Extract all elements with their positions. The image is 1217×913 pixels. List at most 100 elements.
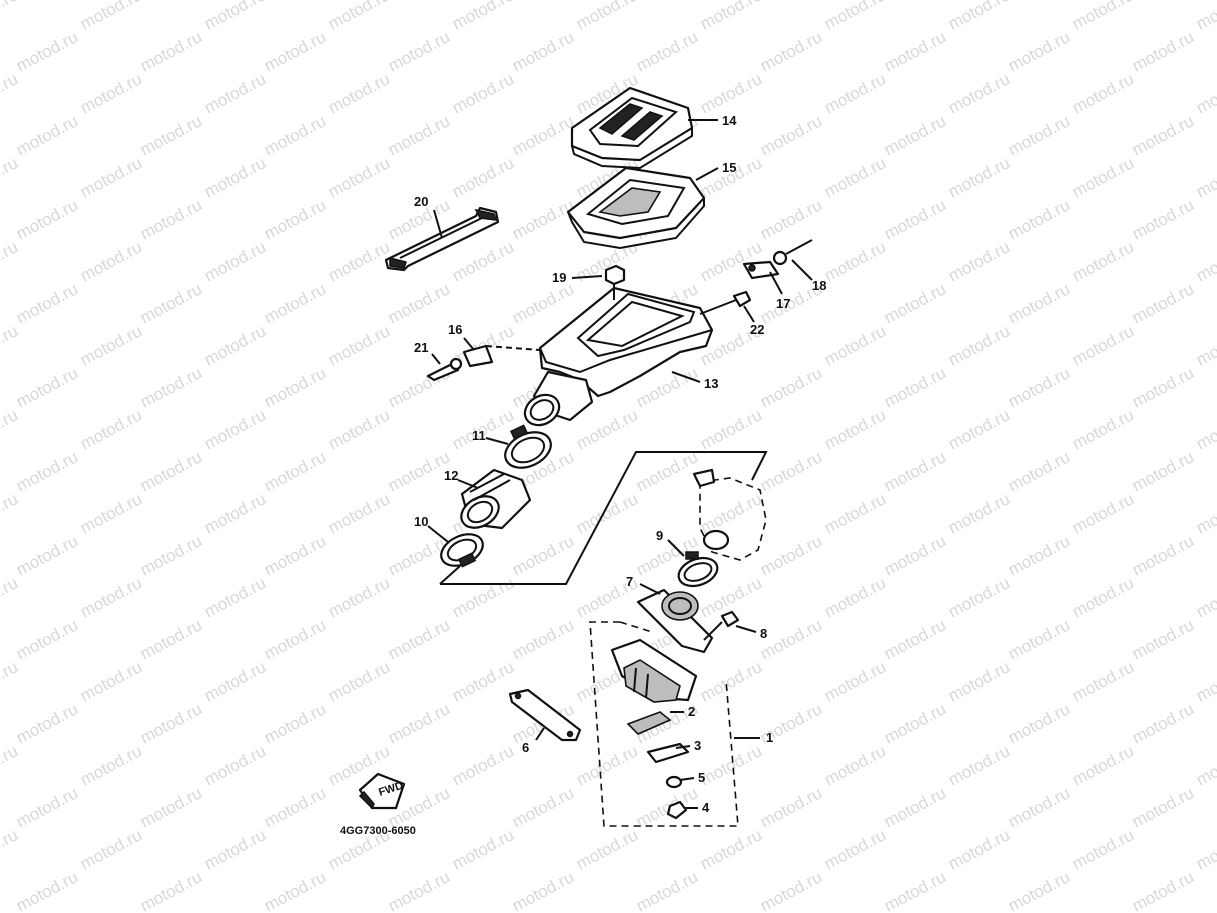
watermark-text: motod.ru [325, 321, 393, 369]
watermark-text: motod.ru [633, 867, 701, 913]
watermark-text: motod.ru [325, 69, 393, 117]
watermark-text: motod.ru [1193, 825, 1217, 873]
watermark-text: motod.ru [13, 531, 81, 579]
watermark-text: motod.ru [945, 69, 1013, 117]
watermark-text: motod.ru [77, 573, 145, 621]
part-6-gasket [508, 688, 582, 742]
watermark-text: motod.ru [13, 111, 81, 159]
watermark-text: motod.ru [573, 741, 641, 789]
watermark-text: motod.ru [77, 0, 145, 34]
watermark-text: motod.ru [137, 279, 205, 327]
watermark-text: motod.ru [449, 69, 517, 117]
watermark-text: motod.ru [77, 741, 145, 789]
part-22-bolt [699, 290, 752, 315]
watermark-text: motod.ru [821, 321, 889, 369]
callout-6: 6 [522, 740, 529, 755]
watermark-text: motod.ru [261, 111, 329, 159]
watermark-text: motod.ru [325, 657, 393, 705]
watermark-text: motod.ru [137, 867, 205, 913]
watermark-text: motod.ru [201, 489, 269, 537]
part-number-code: 4GG7300-6050 [340, 825, 416, 837]
watermark-text: motod.ru [509, 111, 577, 159]
watermark-text: motod.ru [1069, 321, 1137, 369]
watermark-text: motod.ru [1005, 279, 1073, 327]
watermark-text: motod.ru [201, 825, 269, 873]
watermark-text: motod.ru [757, 111, 825, 159]
watermark-text: motod.ru [509, 195, 577, 243]
watermark-text: motod.ru [509, 783, 577, 831]
watermark-text: motod.ru [881, 615, 949, 663]
watermark-text: motod.ru [697, 825, 765, 873]
watermark-text: motod.ru [0, 657, 21, 705]
watermark-text: motod.ru [1005, 363, 1073, 411]
watermark-text: motod.ru [881, 363, 949, 411]
callout-13: 13 [704, 376, 718, 391]
watermark-text: motod.ru [201, 69, 269, 117]
watermark-text: motod.ru [1129, 615, 1197, 663]
watermark-text: motod.ru [1069, 405, 1137, 453]
callout-8: 8 [760, 626, 767, 641]
watermark-text: motod.ru [945, 405, 1013, 453]
watermark-text: motod.ru [137, 615, 205, 663]
watermark-text: motod.ru [77, 153, 145, 201]
watermark-text: motod.ru [77, 405, 145, 453]
callout-9: 9 [656, 528, 663, 543]
watermark-text: motod.ru [1005, 867, 1073, 913]
callout-22: 22 [750, 322, 764, 337]
watermark-text: motod.ru [13, 363, 81, 411]
watermark-text: motod.ru [1129, 195, 1197, 243]
watermark-text: motod.ru [881, 783, 949, 831]
watermark-text: motod.ru [1005, 447, 1073, 495]
watermark-text: motod.ru [385, 27, 453, 75]
callout-19: 19 [552, 270, 566, 285]
watermark-text: motod.ru [573, 825, 641, 873]
watermark-text: motod.ru [1193, 741, 1217, 789]
watermark-text: motod.ru [1193, 489, 1217, 537]
watermark-text: motod.ru [1193, 153, 1217, 201]
part-4-screw [666, 800, 688, 820]
watermark-text: motod.ru [821, 0, 889, 34]
watermark-text: motod.ru [633, 27, 701, 75]
watermark-text: motod.ru [881, 111, 949, 159]
watermark-text: motod.ru [449, 153, 517, 201]
watermark-text: motod.ru [1129, 531, 1197, 579]
watermark-text: motod.ru [697, 405, 765, 453]
watermark-text: motod.ru [945, 321, 1013, 369]
watermark-text: motod.ru [1069, 657, 1137, 705]
callout-5: 5 [698, 770, 705, 785]
watermark-text: motod.ru [325, 573, 393, 621]
watermark-text: motod.ru [325, 237, 393, 285]
part-20-strap [384, 206, 500, 272]
watermark-text: motod.ru [1193, 657, 1217, 705]
watermark-text: motod.ru [945, 573, 1013, 621]
watermark-text: motod.ru [449, 825, 517, 873]
part-17-bracket [742, 260, 780, 280]
leader-lines [427, 119, 813, 809]
part-1-reed-valve [610, 638, 698, 703]
watermark-text: motod.ru [1005, 615, 1073, 663]
callout-labels: 1 2 3 4 5 6 7 8 9 10 11 12 13 14 15 16 1… [414, 113, 826, 815]
watermark-text: motod.ru [0, 405, 21, 453]
watermark-text: motod.ru [881, 699, 949, 747]
watermark-text: motod.ru [0, 825, 21, 873]
watermark-text: motod.ru [385, 615, 453, 663]
watermark-text: motod.ru [881, 447, 949, 495]
part-21-screw [426, 357, 463, 382]
watermark-text: motod.ru [757, 531, 825, 579]
watermark-text: motod.ru [757, 195, 825, 243]
watermark-text: motod.ru [1005, 111, 1073, 159]
callout-16: 16 [448, 322, 462, 337]
watermark-text: motod.ru [385, 447, 453, 495]
watermark-text: motod.ru [881, 531, 949, 579]
watermark-text: motod.ru [325, 405, 393, 453]
watermark-text: motod.ru [1069, 573, 1137, 621]
watermark-text: motod.ru [1005, 195, 1073, 243]
watermark-text: motod.ru [633, 447, 701, 495]
watermark-text: motod.ru [1005, 27, 1073, 75]
fwd-arrow-icon: FWD [358, 772, 406, 810]
callout-11: 11 [472, 428, 486, 443]
watermark-text: motod.ru [697, 657, 765, 705]
watermark-text: motod.ru [137, 195, 205, 243]
watermark-text: motod.ru [509, 531, 577, 579]
part-2-reed [626, 711, 672, 735]
